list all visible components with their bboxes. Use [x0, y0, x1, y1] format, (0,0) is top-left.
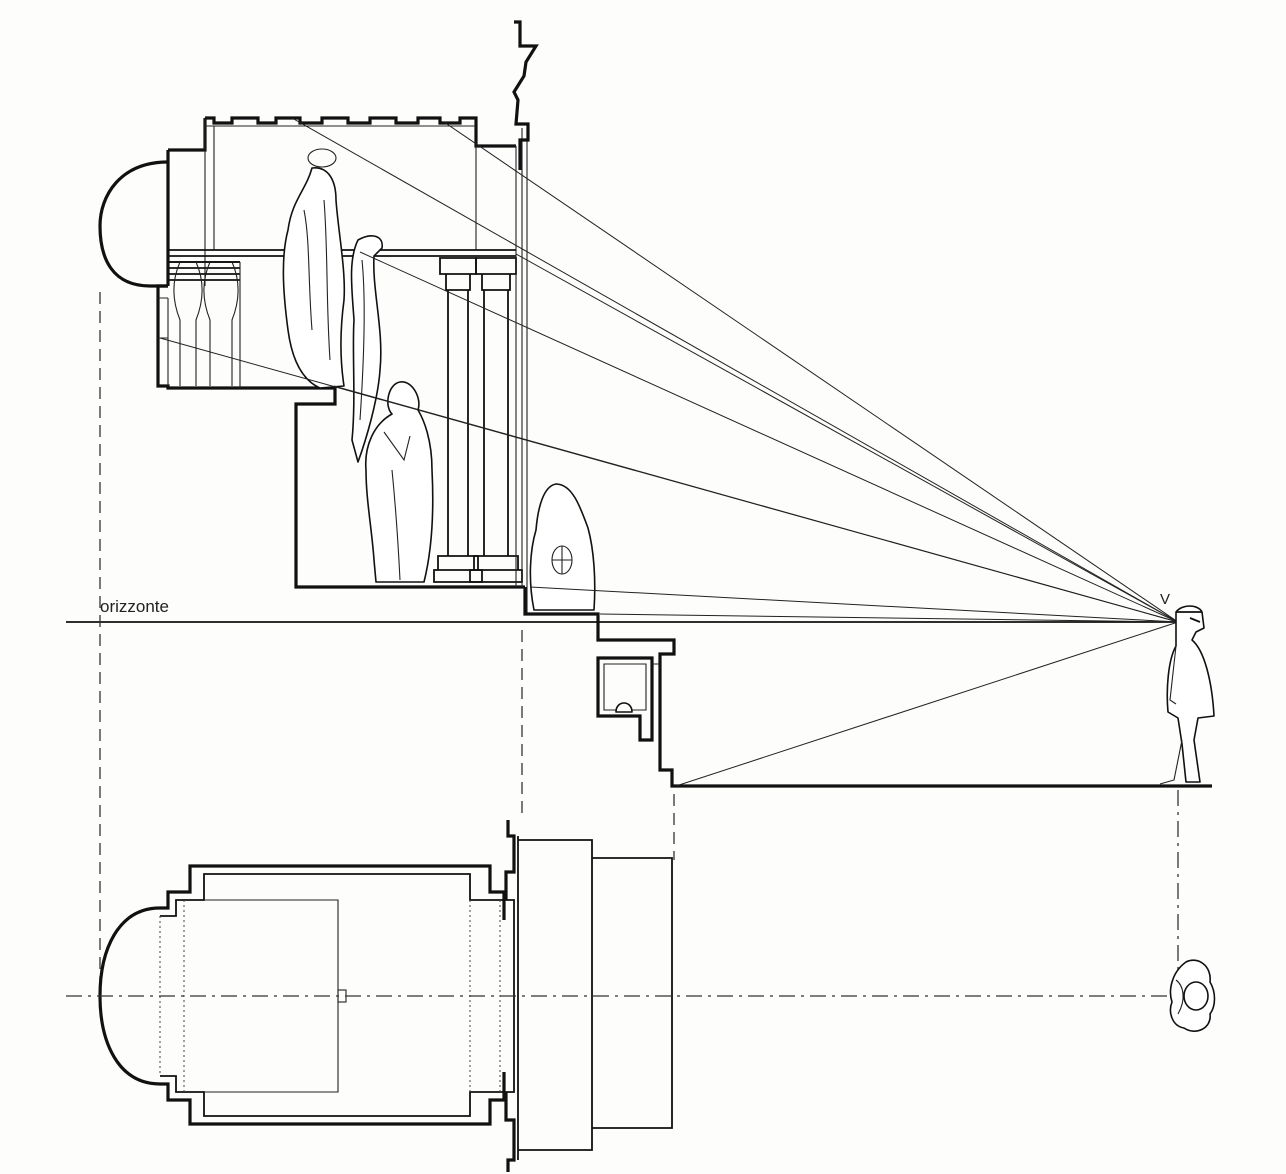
statue-kneeling-figure	[364, 381, 434, 583]
lower-niche	[596, 656, 660, 742]
balustrade-left	[168, 261, 240, 386]
observer-figure	[1159, 605, 1215, 785]
plan-steps	[518, 839, 673, 1151]
plan-outer-wall-top	[160, 864, 506, 920]
chapel-plan	[98, 820, 673, 1172]
statue-angel	[282, 148, 346, 389]
horizon-label: orizzonte	[100, 597, 169, 616]
apse-wall	[166, 118, 207, 286]
side-chapel-inner	[158, 262, 241, 388]
plan-inner-wall	[160, 873, 515, 1117]
visual-rays	[159, 117, 1179, 787]
statue-arm-figure	[350, 235, 383, 463]
observer-plan	[1169, 959, 1216, 1032]
plan-outer-wall	[98, 906, 506, 1126]
side-chapel-block	[156, 284, 525, 589]
vault-top	[205, 116, 516, 148]
statue-mourning-figure	[529, 483, 596, 611]
facade-wall	[512, 20, 539, 170]
viewpoint-label: V	[1160, 591, 1170, 608]
entrance-step	[523, 587, 1212, 788]
colonnade	[433, 128, 528, 614]
vault-inner-lines	[204, 118, 477, 286]
plan-altar-mark	[337, 989, 347, 1003]
plan-facade	[504, 820, 516, 1172]
chapel-section	[98, 20, 1212, 788]
apse-dome-section	[98, 160, 169, 288]
